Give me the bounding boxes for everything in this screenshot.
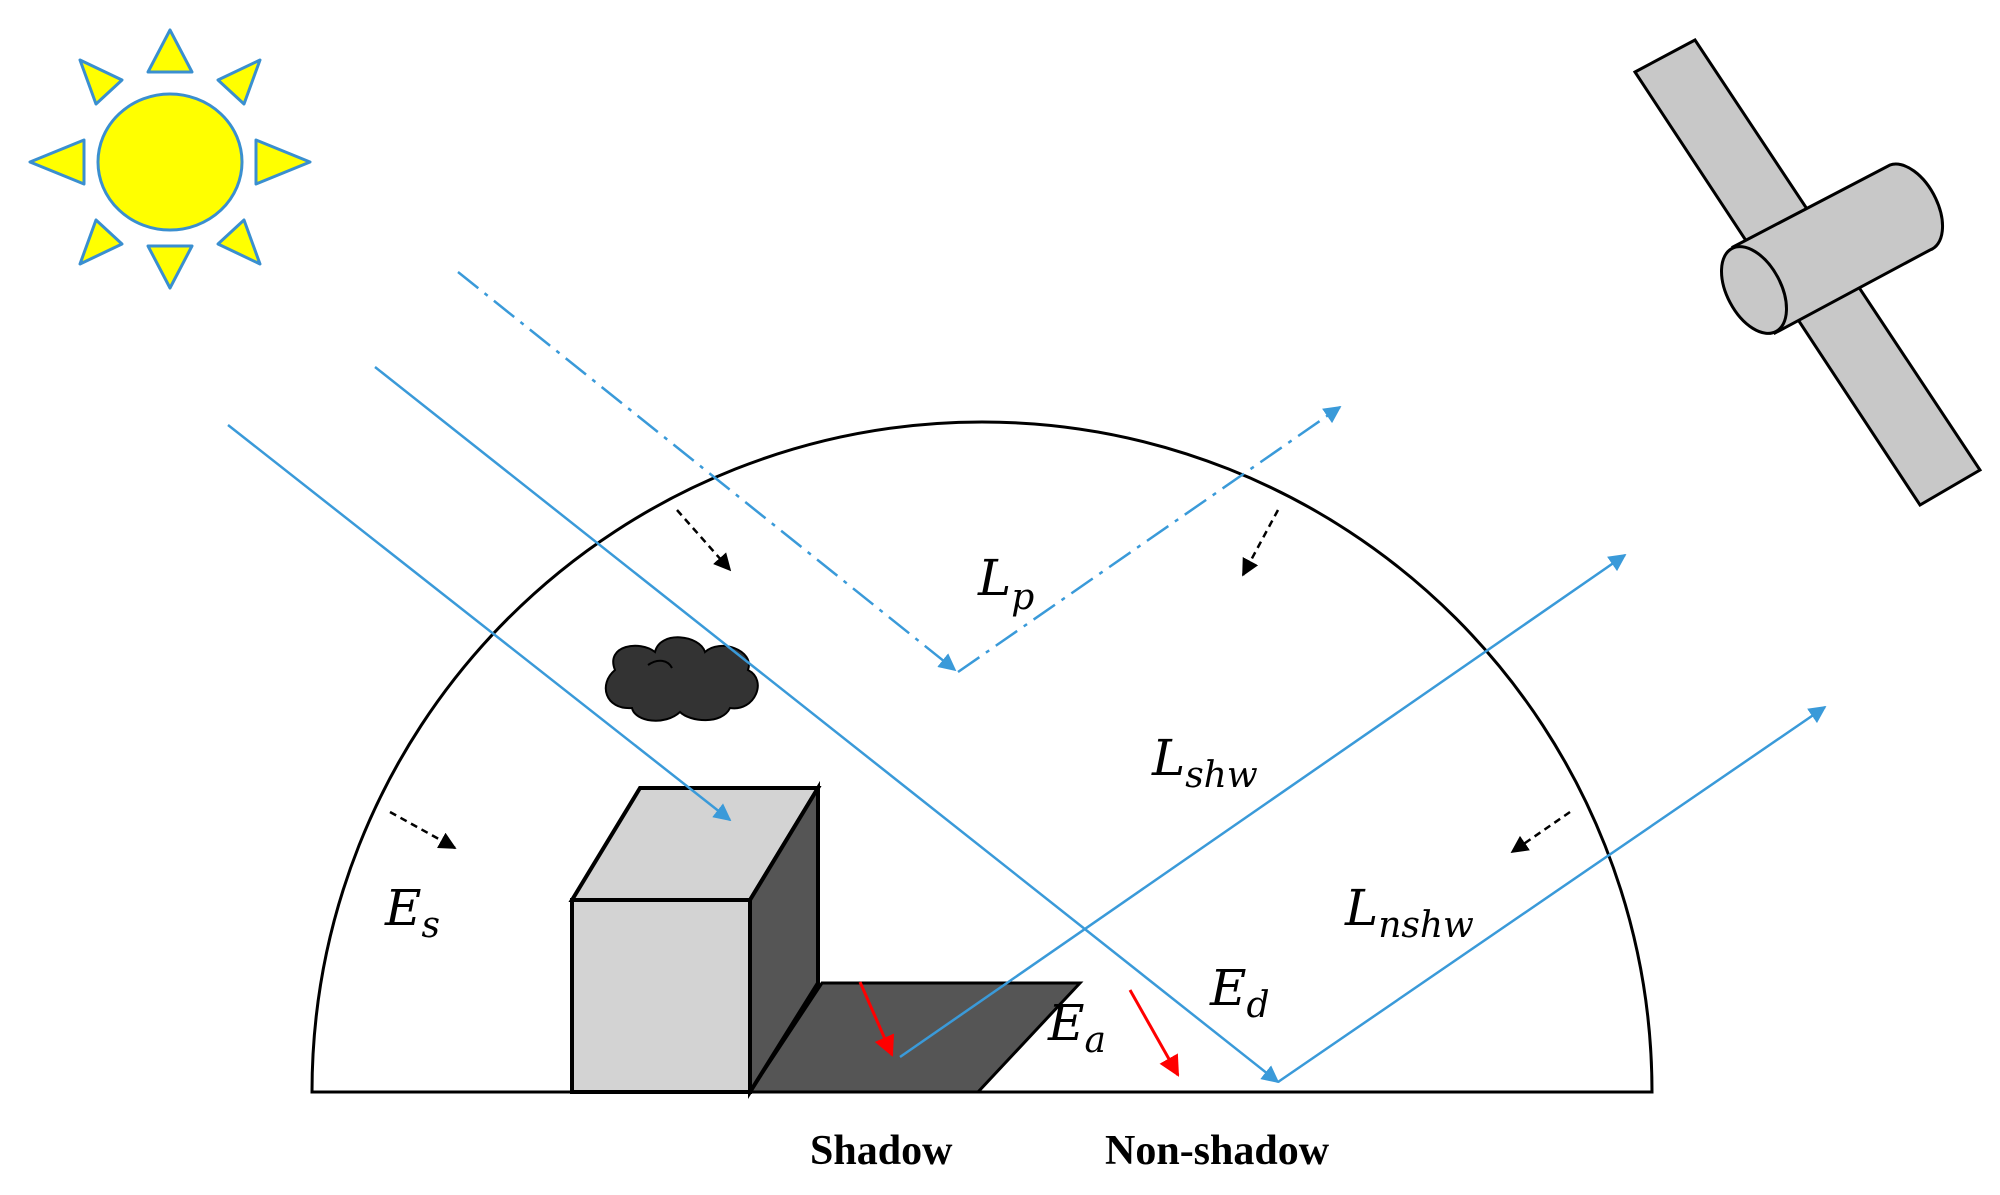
- direct-ray-to-ground: [374, 366, 1280, 1084]
- path-radiance-outgoing: [957, 405, 1342, 674]
- direct-ray-to-roof: [227, 424, 732, 822]
- diffuse-arrow-1: [676, 509, 732, 572]
- absorbed-arrows: [858, 981, 1180, 1077]
- atmosphere-hemisphere: [310, 420, 1654, 1094]
- diffuse-arrow-2: [1241, 509, 1280, 577]
- path-radiance-incoming: [457, 271, 957, 672]
- label-lnshw: Lnshw: [1344, 879, 1474, 946]
- absorbed-arrow-nonshadow: [1128, 989, 1180, 1077]
- label-ea: Ea: [1047, 994, 1106, 1061]
- absorbed-arrow-shadow: [858, 981, 895, 1057]
- label-ed: Ed: [1209, 959, 1270, 1026]
- label-lp: Lp: [977, 549, 1034, 618]
- label-es: Es: [384, 879, 440, 946]
- cloud-icon: [604, 636, 759, 722]
- radiation-rays: [227, 271, 1827, 1084]
- non-shadow-reflected-ray: [1277, 705, 1827, 1084]
- caption-non-shadow: Non-shadow: [1105, 1128, 1330, 1174]
- label-lshw: Lshw: [1151, 729, 1258, 796]
- shadow-reflected-ray: [899, 553, 1627, 1059]
- diffuse-arrow-3: [389, 810, 457, 850]
- caption-shadow: Shadow: [810, 1128, 953, 1174]
- diffuse-arrows: [389, 509, 1571, 854]
- satellite-icon: [1632, 38, 1983, 508]
- diffuse-arrow-4: [1510, 810, 1571, 854]
- sun-icon: [28, 28, 312, 290]
